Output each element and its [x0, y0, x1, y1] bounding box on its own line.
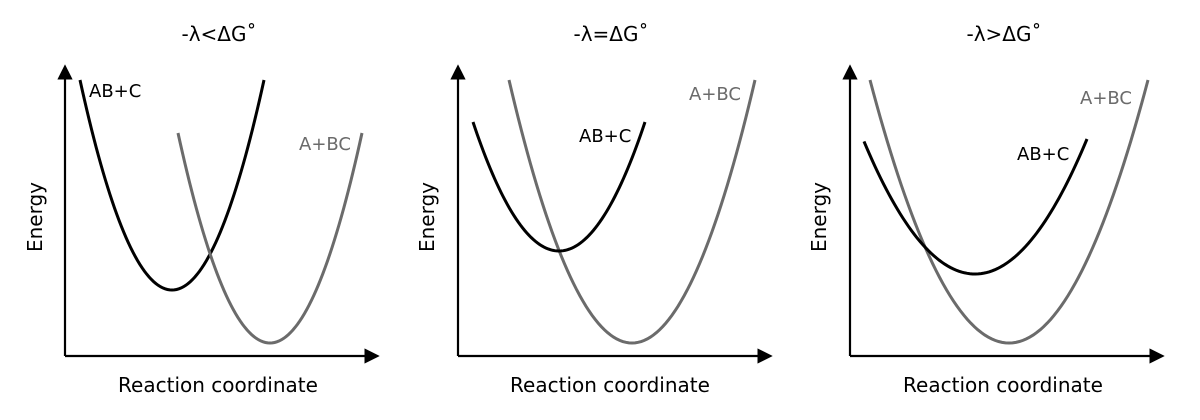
product-label: A+BC	[689, 84, 741, 105]
y-axis-label: Energy	[415, 182, 439, 252]
x-axis-label: Reaction coordinate	[510, 373, 710, 397]
panel-title: -λ>ΔG˚	[967, 22, 1042, 46]
reactant-curve	[78, 79, 266, 292]
panel-title: -λ<ΔG˚	[182, 22, 257, 46]
x-axis-label: Reaction coordinate	[903, 373, 1103, 397]
reactant-label: AB+C	[579, 126, 631, 147]
panel-2: -λ=ΔG˚ AB+C A+BC Reaction coordinate Ene…	[415, 22, 773, 397]
product-curve	[868, 79, 1150, 345]
product-curve	[507, 79, 757, 345]
panel-title: -λ=ΔG˚	[574, 22, 649, 46]
y-axis-label: Energy	[23, 182, 47, 252]
reactant-label: AB+C	[1017, 144, 1069, 165]
x-axis-label: Reaction coordinate	[118, 373, 318, 397]
product-label: A+BC	[299, 134, 351, 155]
panel-1: -λ<ΔG˚ AB+C A+BC Reaction coordinate Ene…	[23, 22, 380, 397]
reactant-label: AB+C	[89, 81, 141, 102]
product-curve	[176, 132, 364, 345]
reactant-curve	[862, 138, 1089, 276]
y-axis-label: Energy	[807, 182, 831, 252]
panel-3: -λ>ΔG˚ AB+C A+BC Reaction coordinate Ene…	[807, 22, 1165, 397]
product-label: A+BC	[1080, 88, 1132, 109]
reactant-curve	[471, 121, 647, 253]
